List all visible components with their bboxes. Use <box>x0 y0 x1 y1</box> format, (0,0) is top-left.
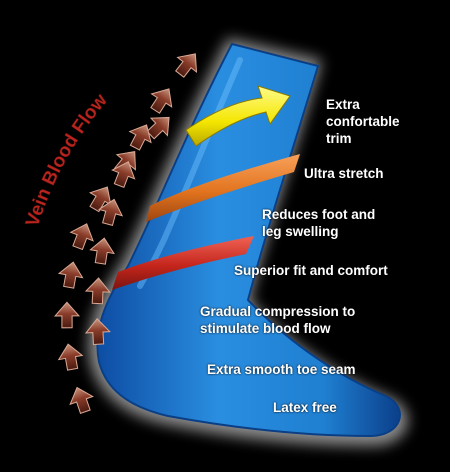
flow-arrow-right-1 <box>84 317 111 346</box>
flow-arrow-right-3 <box>89 237 115 265</box>
yellow-curved-arrow-icon <box>185 85 291 147</box>
flow-arrow-left-8 <box>146 116 170 140</box>
flow-arrow-left-1 <box>69 386 94 414</box>
flow-arrow-right-2 <box>84 277 111 305</box>
flow-arrow-left-3 <box>53 301 81 329</box>
flow-arrow-left-5 <box>69 223 94 251</box>
feature-gradual-compression: Gradual compression to stimulate blood f… <box>200 304 356 336</box>
feature-reduces-swelling: Reduces foot and leg swelling <box>262 207 376 239</box>
ultra-stretch-band <box>146 154 300 222</box>
flow-arrow-right-4 <box>97 198 124 227</box>
flow-arrow-left-4 <box>57 261 84 289</box>
flow-arrow-right-8 <box>175 53 198 78</box>
flow-arrow-right-6 <box>128 124 152 151</box>
feature-ultra-stretch: Ultra stretch <box>304 166 384 181</box>
flow-arrow-left-2 <box>57 343 84 371</box>
feature-comfortable-trim: Extra confortable trim <box>326 97 400 146</box>
feature-smooth-toe-seam: Extra smooth toe seam <box>207 362 356 377</box>
flow-arrow-right-7 <box>150 88 173 114</box>
feature-latex-free: Latex free <box>273 400 337 415</box>
blood-flow-arrows <box>53 53 198 414</box>
superior-fit-band <box>112 236 254 290</box>
flow-arrow-right-5 <box>111 161 136 189</box>
feature-superior-fit: Superior fit and comfort <box>234 263 388 278</box>
